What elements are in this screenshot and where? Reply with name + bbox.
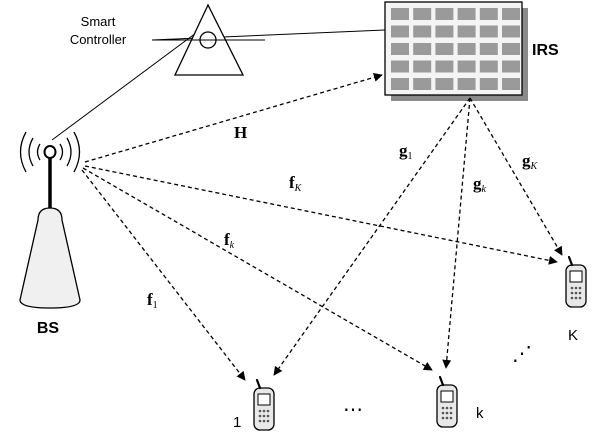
user-k: k: [435, 375, 484, 429]
channel-fK-arrow: [84, 165, 558, 265]
label-fk: fk: [224, 230, 235, 251]
irs-element: [457, 78, 476, 90]
irs-element: [413, 8, 432, 20]
users-ellipsis-diagonal: ⋰: [512, 343, 532, 365]
irs-elements: [391, 8, 520, 90]
label-g1: g1: [399, 141, 413, 162]
irs-element: [457, 25, 476, 38]
phone-icon: [435, 375, 459, 429]
irs-element: [413, 25, 432, 38]
irs-element: [457, 8, 476, 20]
irs-element: [391, 60, 409, 73]
user-k-label: k: [476, 405, 484, 422]
irs-element: [435, 8, 454, 20]
irs-element: [413, 78, 432, 90]
irs-panel: IRS: [384, 1, 559, 101]
irs-element: [479, 43, 498, 55]
irs-element: [413, 43, 432, 55]
irs-element: [502, 78, 520, 90]
user-1: 1: [233, 378, 276, 432]
irs-element: [502, 25, 520, 38]
control-links: [51, 29, 386, 141]
bs-label: BS: [37, 320, 60, 337]
bs-signal-waves-icon: [19, 131, 81, 173]
controller-to-irs-link: [151, 29, 386, 41]
irs-element: [502, 43, 520, 55]
channel-links: [81, 72, 563, 381]
user-K: K: [564, 255, 588, 344]
base-station: BS: [19, 131, 81, 337]
channel-g1-arrow: [273, 97, 471, 376]
irs-element: [435, 43, 454, 55]
irs-element: [479, 8, 498, 20]
irs-element: [413, 60, 432, 73]
user-K-label: K: [568, 327, 578, 344]
irs-element: [479, 78, 498, 90]
label-fK: fK: [289, 173, 303, 194]
channel-fk-arrow: [82, 167, 433, 371]
channel-H-arrow: [84, 72, 383, 163]
irs-element: [502, 8, 520, 20]
channel-gK-arrow: [469, 97, 563, 256]
bs-to-controller-link: [51, 29, 201, 141]
phone-icon: [252, 378, 276, 432]
irs-element: [479, 25, 498, 38]
irs-element: [435, 25, 454, 38]
label-H: H: [234, 123, 247, 142]
users-ellipsis-horizontal: ⋯: [343, 399, 363, 421]
irs-element: [457, 60, 476, 73]
irs-element: [391, 25, 409, 38]
smart-controller-label-2: Controller: [70, 32, 127, 47]
label-gk: gk: [473, 174, 487, 195]
user-1-label: 1: [233, 414, 241, 431]
irs-element: [457, 43, 476, 55]
bs-tower-icon: [19, 207, 81, 309]
bs-antenna-icon: [43, 145, 57, 159]
irs-label: IRS: [532, 42, 559, 59]
irs-element: [435, 60, 454, 73]
channel-f1-arrow: [81, 169, 246, 381]
label-f1: f1: [147, 290, 158, 311]
channel-labels: H g1 gk gK fK fk f1: [147, 123, 539, 311]
channel-gk-arrow: [442, 97, 471, 369]
irs-element: [391, 43, 409, 55]
smart-controller-label: Smart: [81, 14, 116, 29]
irs-element: [479, 60, 498, 73]
irs-element: [391, 78, 409, 90]
irs-element: [435, 78, 454, 90]
phone-icon: [564, 255, 588, 309]
smart-controller: Smart Controller: [70, 3, 265, 76]
irs-element: [502, 60, 520, 73]
irs-element: [391, 8, 409, 20]
label-gK: gK: [522, 151, 539, 172]
